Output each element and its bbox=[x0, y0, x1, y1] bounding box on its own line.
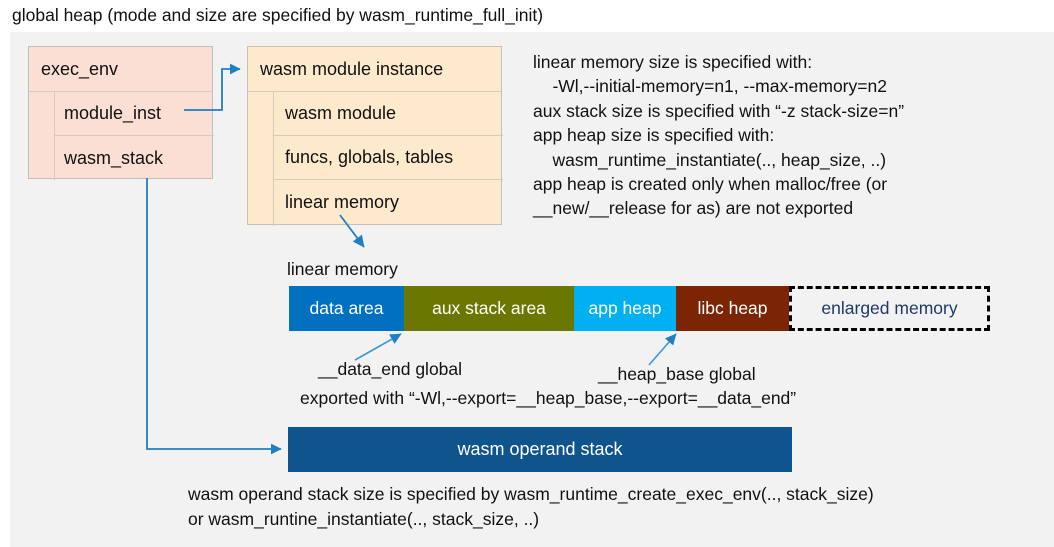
exec-env-field-module-inst: module_inst bbox=[54, 92, 214, 136]
segment-libc-heap: libc heap bbox=[676, 286, 789, 331]
segment-app-heap: app heap bbox=[574, 286, 676, 331]
exec-env-header: exec_env bbox=[29, 47, 212, 92]
funcs-globals-tables-row: funcs, globals, tables bbox=[273, 136, 503, 180]
exec-env-field-wasm-stack: wasm_stack bbox=[64, 147, 164, 168]
wasm-module-row: wasm module bbox=[273, 92, 503, 136]
wasm-module-instance-box: wasm module instance wasm module funcs, … bbox=[247, 46, 503, 226]
notes-text: linear memory size is specified with: -W… bbox=[533, 52, 905, 219]
caption-heap-base: __heap_base global bbox=[598, 364, 756, 384]
page-title: global heap (mode and size are specified… bbox=[12, 5, 544, 25]
linear-memory-row: linear memory bbox=[285, 191, 400, 212]
wasm-module-instance-header: wasm module instance bbox=[248, 47, 501, 92]
segment-aux-stack-area: aux stack area bbox=[404, 286, 574, 331]
exec-env-gutter bbox=[29, 92, 55, 180]
linear-memory-bar: data area aux stack area app heap libc h… bbox=[289, 286, 990, 331]
segment-data-area: data area bbox=[289, 286, 404, 331]
caption-exported-with: exported with “-Wl,--export=__heap_base,… bbox=[300, 388, 797, 408]
segment-enlarged-memory: enlarged memory bbox=[789, 286, 990, 331]
wasm-operand-stack-box: wasm operand stack bbox=[288, 427, 792, 472]
linear-memory-label: linear memory bbox=[287, 259, 398, 279]
caption-data-end: __data_end global bbox=[318, 359, 463, 379]
wasm-module-instance-gutter bbox=[248, 92, 274, 226]
exec-env-box: exec_env module_inst wasm_stack bbox=[28, 46, 214, 180]
footnote-text: wasm operand stack size is specified by … bbox=[188, 484, 874, 529]
